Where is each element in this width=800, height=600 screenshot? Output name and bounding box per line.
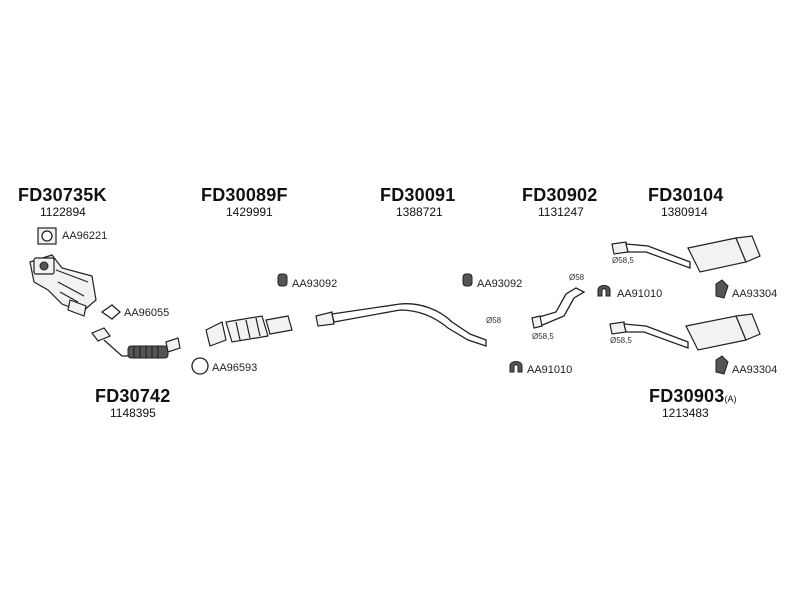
hanger-icon xyxy=(715,279,729,299)
catalyst-drawing xyxy=(205,315,293,347)
assembly-code: FD30091 xyxy=(380,185,456,205)
middle-pipe-drawing xyxy=(315,303,487,347)
assembly-suffix: (A) xyxy=(724,394,737,404)
accessory-label: AA91010 xyxy=(617,288,663,300)
accessory-label: AA93304 xyxy=(732,288,778,300)
dimension-label: Ø58,5 xyxy=(532,332,554,341)
accessory-label: AA93092 xyxy=(292,278,338,290)
assembly-code: FD30735K xyxy=(18,185,107,205)
gasket-oval-icon xyxy=(100,304,121,320)
assembly-number: 1388721 xyxy=(396,205,443,219)
assembly-number: 1131247 xyxy=(538,205,584,219)
ring-gasket-icon xyxy=(191,357,209,375)
catalytic-manifold-drawing xyxy=(29,254,97,317)
rear-silencer-drawing-2 xyxy=(609,313,761,351)
front-pipe-drawing xyxy=(91,327,181,359)
assembly-code: FD30089F xyxy=(201,185,288,205)
clamp-icon xyxy=(597,285,611,297)
assembly-number: 1380914 xyxy=(661,205,708,219)
assembly-number: 1213483 xyxy=(662,406,709,420)
dimension-label: Ø58,5 xyxy=(610,336,632,345)
dimension-label: Ø58,5 xyxy=(612,256,634,265)
assembly-code: FD30902 xyxy=(522,185,598,205)
rubber-mount-icon xyxy=(462,273,473,287)
dimension-label: Ø58 xyxy=(569,273,585,282)
connecting-pipe-drawing xyxy=(531,287,586,329)
assembly-number: 1429991 xyxy=(226,205,273,219)
assembly-number: 1122894 xyxy=(40,205,86,219)
gasket-square-icon xyxy=(37,227,57,245)
assembly-code-group: FD30903(A) xyxy=(649,386,736,407)
accessory-label: AA93092 xyxy=(477,278,523,290)
assembly-code: FD30104 xyxy=(648,185,724,205)
accessory-label: AA96593 xyxy=(212,362,258,374)
dimension-label: Ø58 xyxy=(486,316,502,325)
accessory-label: AA93304 xyxy=(732,364,778,376)
rubber-mount-icon xyxy=(277,273,288,287)
clamp-icon xyxy=(509,361,523,373)
assembly-number: 1148395 xyxy=(110,406,156,420)
accessory-label: AA96221 xyxy=(62,230,108,242)
assembly-code: FD30903 xyxy=(649,386,725,406)
rear-silencer-drawing xyxy=(611,235,761,273)
accessory-label: AA91010 xyxy=(527,364,573,376)
hanger-icon xyxy=(715,355,729,375)
assembly-code: FD30742 xyxy=(95,386,171,406)
accessory-label: AA96055 xyxy=(124,307,170,319)
